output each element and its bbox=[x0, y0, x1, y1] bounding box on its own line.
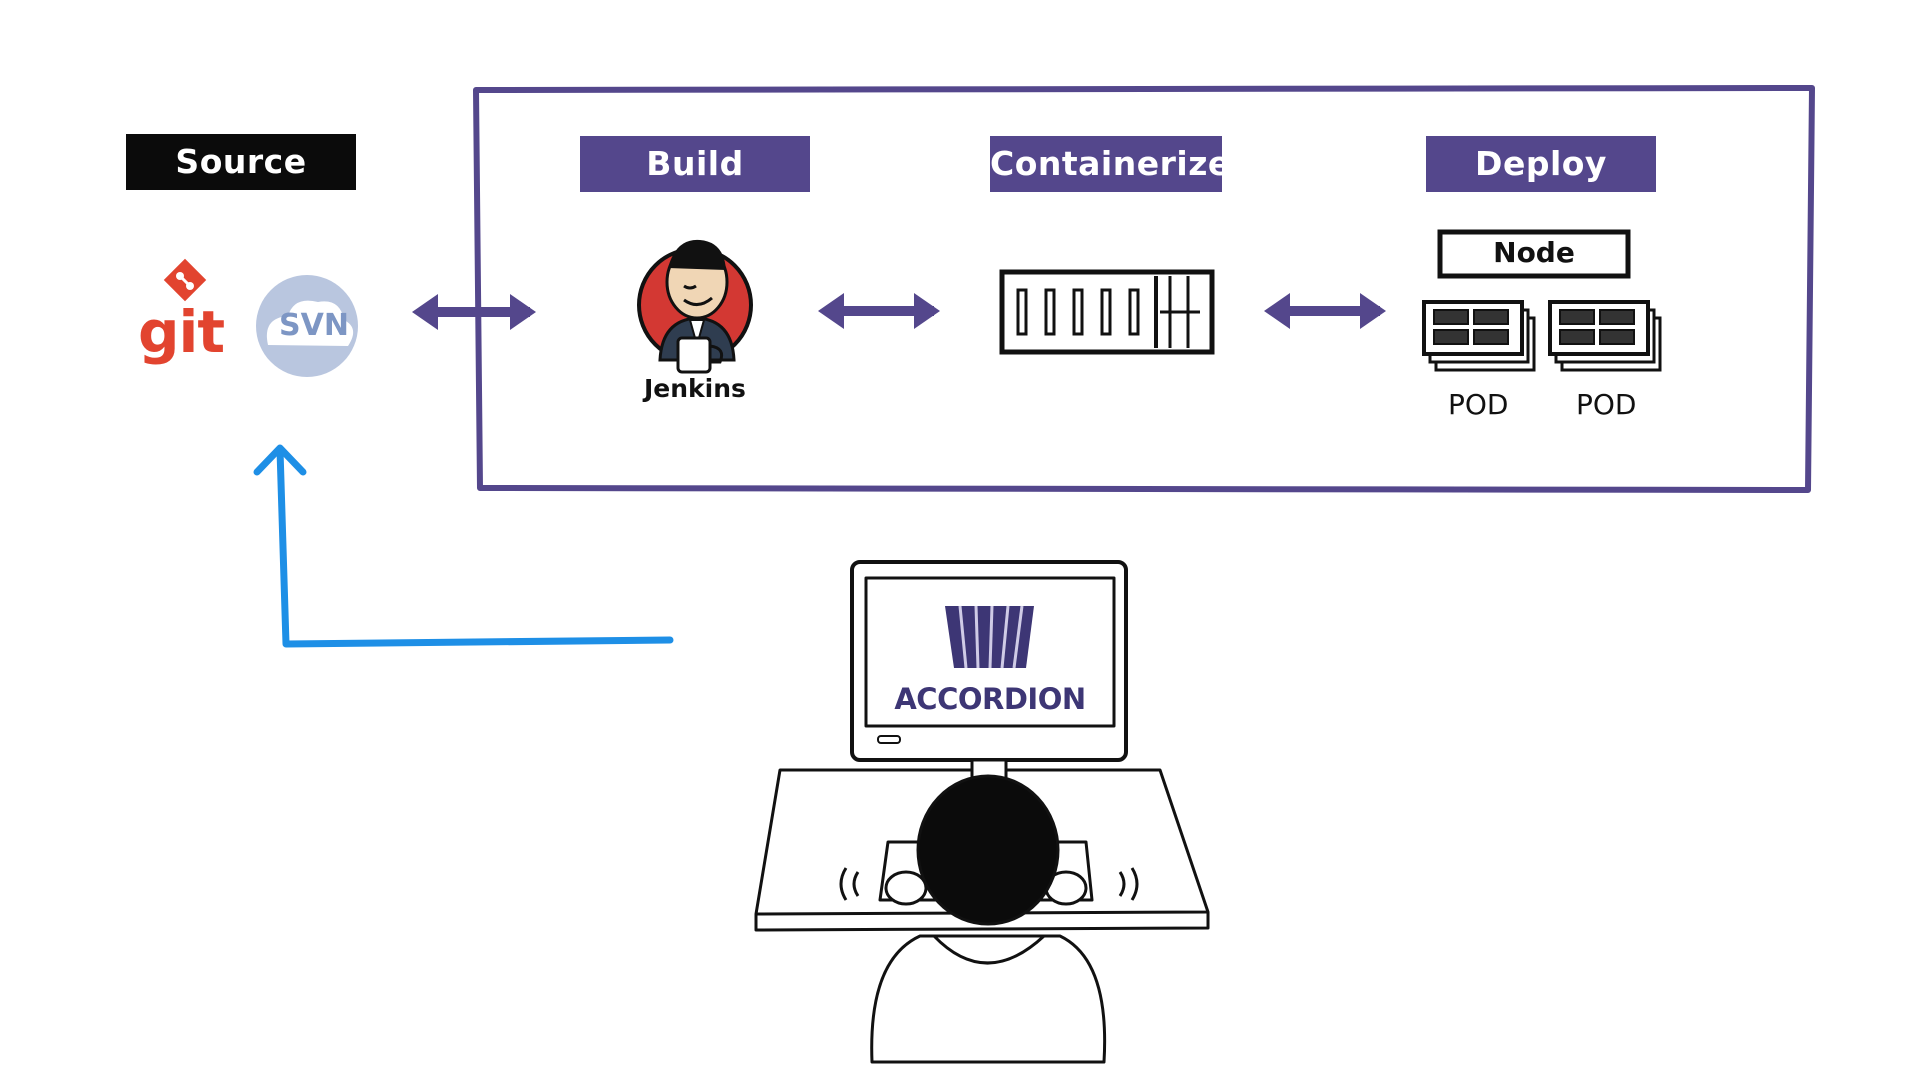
double-arrow-containerize-deploy bbox=[1264, 293, 1386, 329]
accordion-logo-icon bbox=[945, 605, 1034, 669]
double-arrow-build-containerize bbox=[818, 293, 940, 329]
git-wordmark: git bbox=[138, 298, 225, 366]
pod-stack-icon bbox=[1422, 300, 1536, 372]
pipeline-frame bbox=[473, 85, 1815, 493]
stage-label-build: Build bbox=[580, 136, 810, 192]
stage-label-deploy: Deploy bbox=[1426, 136, 1656, 192]
stage-label-source: Source bbox=[126, 134, 356, 190]
pod-label: POD bbox=[1448, 388, 1509, 421]
jenkins-label: Jenkins bbox=[644, 374, 746, 403]
double-arrow-source-build bbox=[412, 294, 536, 330]
svn-wordmark: SVN bbox=[279, 308, 349, 343]
stage-label-containerize: Containerize bbox=[990, 136, 1230, 192]
feedback-arrow bbox=[253, 444, 674, 648]
node-box bbox=[1437, 229, 1631, 279]
jenkins-butler-icon bbox=[637, 239, 753, 374]
node-label: Node bbox=[1493, 236, 1575, 269]
pod-label: POD bbox=[1576, 388, 1637, 421]
git-logo-icon bbox=[163, 258, 207, 302]
svn-cloud-icon bbox=[256, 275, 358, 377]
accordion-wordmark: ACCORDION bbox=[894, 682, 1086, 716]
pod-stack-icon bbox=[1548, 300, 1662, 372]
container-icon bbox=[999, 269, 1215, 355]
